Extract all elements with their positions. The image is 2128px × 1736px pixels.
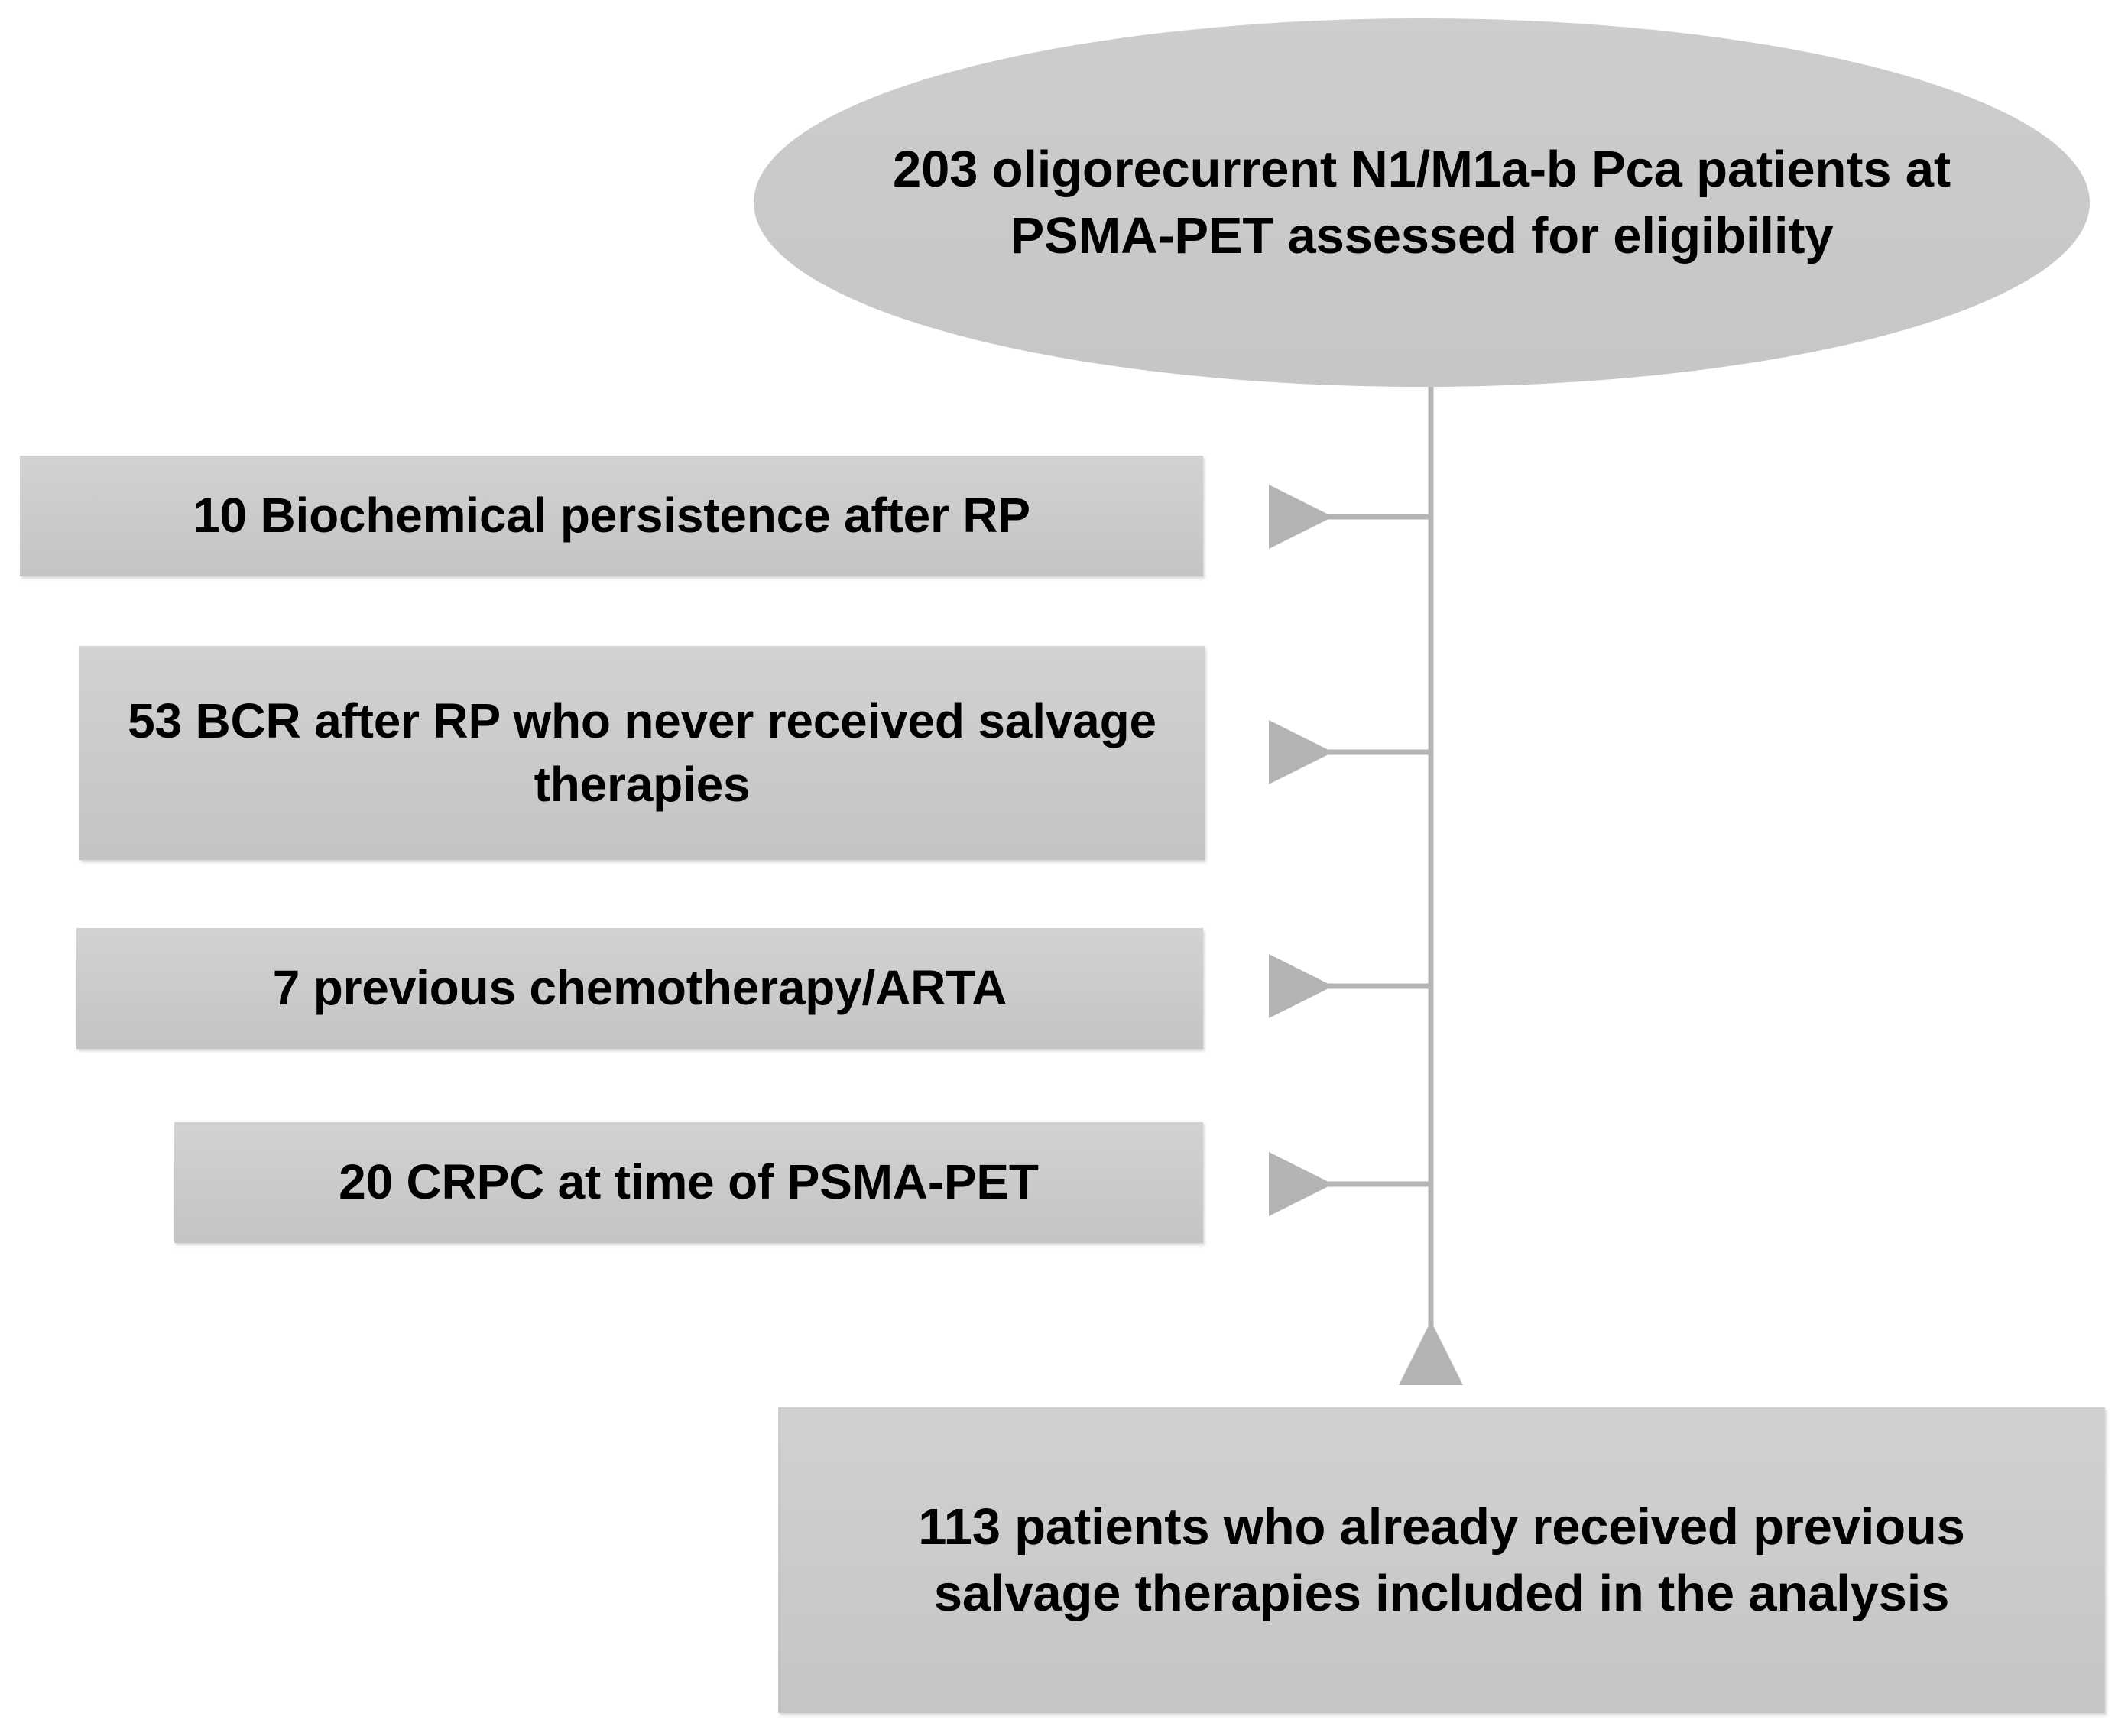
- start-node-eligibility: 203 oligorecurrent N1/M1a-b Pca patients…: [754, 18, 2090, 387]
- start-node-label: 203 oligorecurrent N1/M1a-b Pca patients…: [893, 140, 1951, 264]
- exclusion-label: 10 Biochemical persistence after RP: [193, 488, 1030, 544]
- exclusion-label: 53 BCR after RP who never received salva…: [128, 693, 1156, 812]
- end-node-included-patients: 113 patients who already received previo…: [778, 1407, 2105, 1713]
- exclusion-box-biochemical-persistence: 10 Biochemical persistence after RP: [20, 456, 1203, 576]
- exclusion-label: 20 CRPC at time of PSMA-PET: [339, 1154, 1039, 1210]
- exclusion-box-bcr-no-salvage: 53 BCR after RP who never received salva…: [79, 646, 1205, 860]
- exclusion-label: 7 previous chemotherapy/ARTA: [272, 960, 1007, 1016]
- exclusion-box-crpc: 20 CRPC at time of PSMA-PET: [174, 1122, 1203, 1243]
- end-node-label: 113 patients who already received previo…: [918, 1498, 1965, 1622]
- exclusion-box-previous-chemo-arta: 7 previous chemotherapy/ARTA: [76, 928, 1203, 1049]
